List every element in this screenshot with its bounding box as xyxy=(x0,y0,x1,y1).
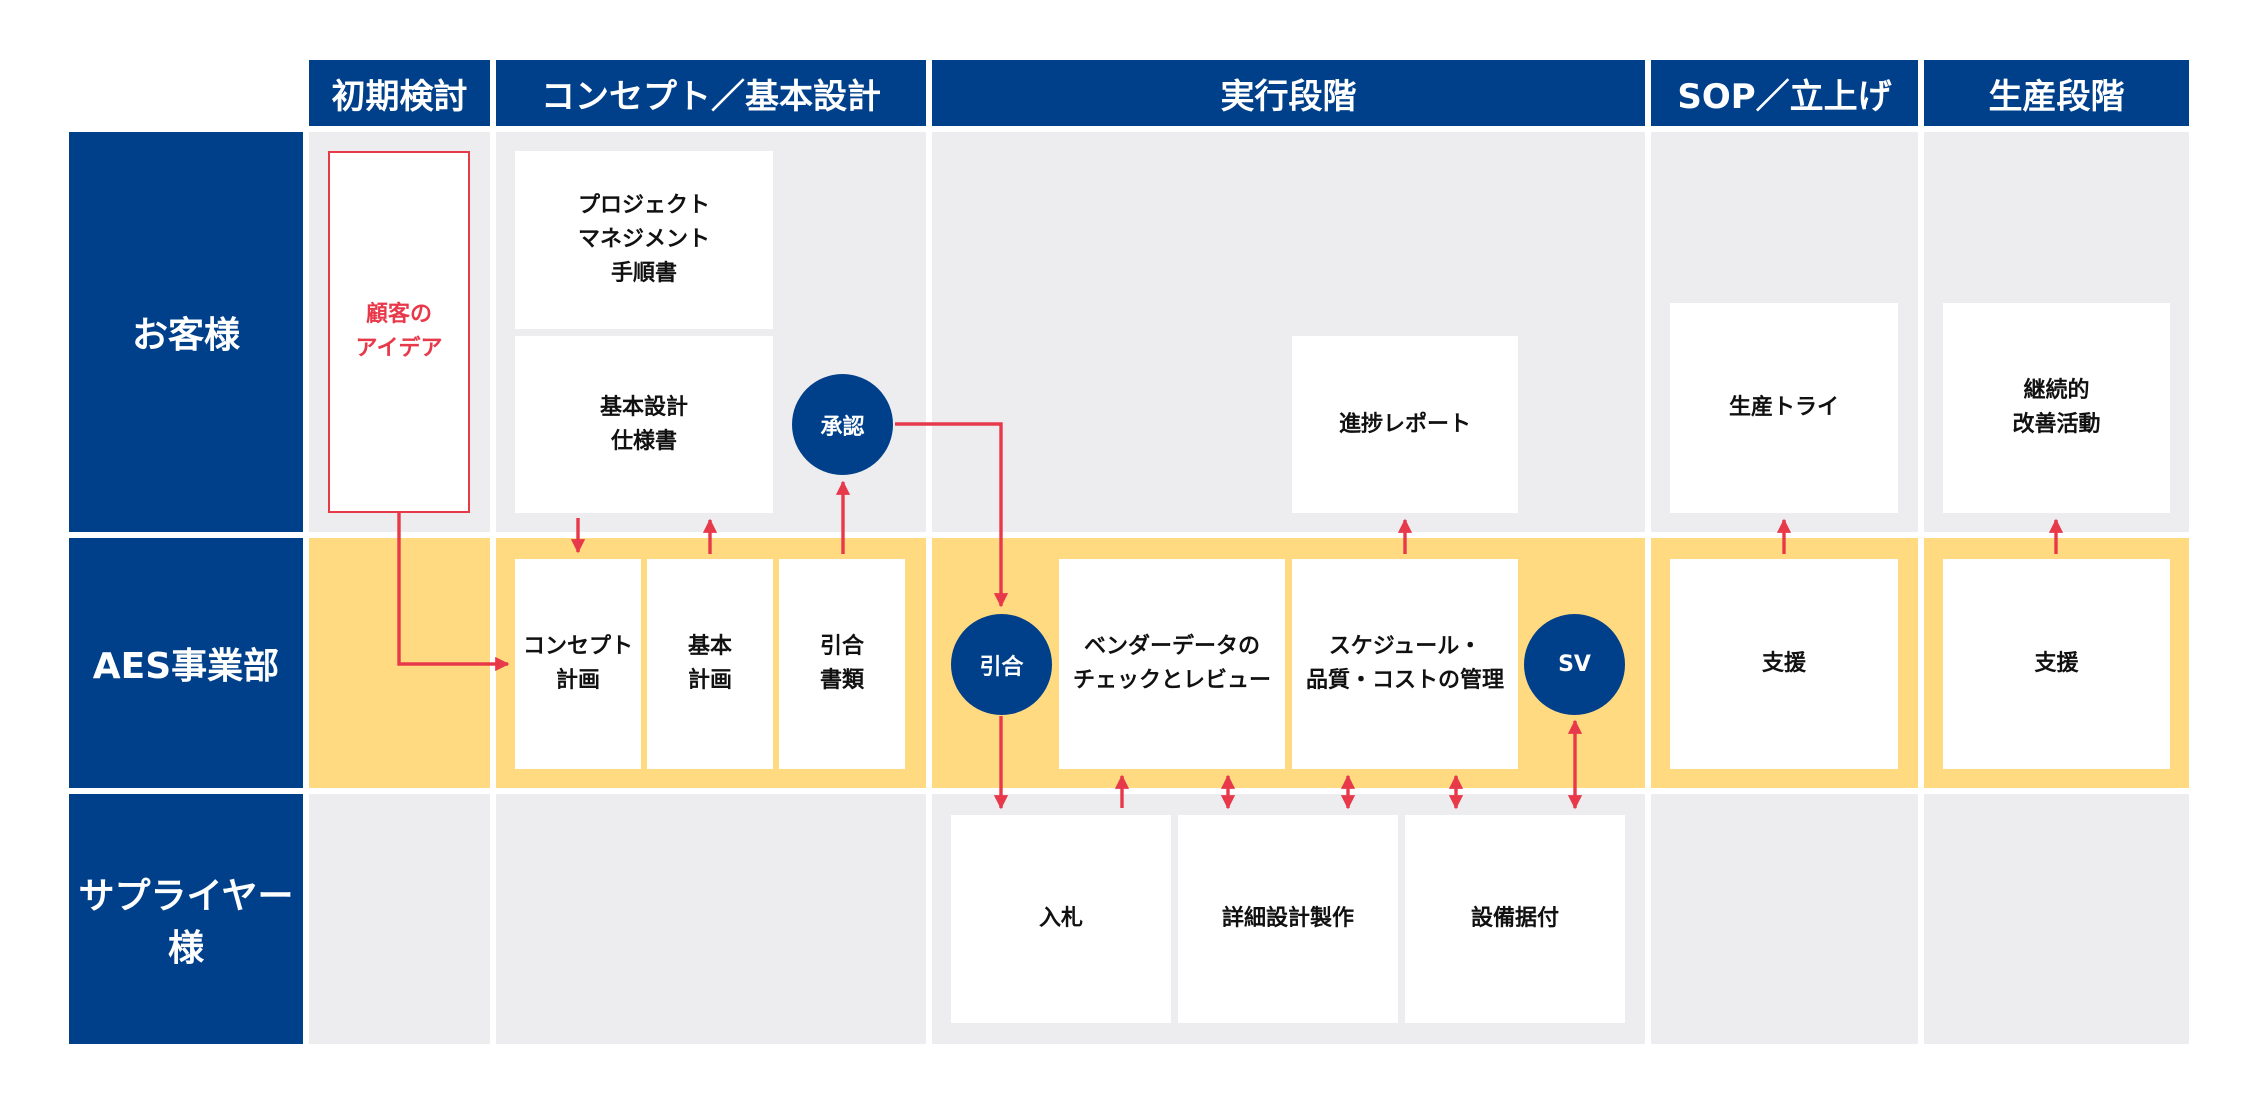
box-installation: 設備据付 xyxy=(1405,815,1625,1023)
row-header-supplier: サプライヤー様 xyxy=(69,794,303,1044)
box-production-trial: 生産トライ xyxy=(1670,303,1898,513)
phase-header-concept: コンセプト／基本設計 xyxy=(496,60,926,126)
circle-approval: 承認 xyxy=(792,374,893,475)
circle-sv: SV xyxy=(1524,614,1625,715)
phase-header-production: 生産段階 xyxy=(1924,60,2189,126)
row-header-aes: AES事業部 xyxy=(69,538,303,788)
phase-header-initial: 初期検討 xyxy=(309,60,490,126)
cell-supplier-concept xyxy=(496,794,926,1044)
phase-header-execution: 実行段階 xyxy=(932,60,1645,126)
phase-header-sop: SOP／立上げ xyxy=(1651,60,1918,126)
box-progress-report: 進捗レポート xyxy=(1292,336,1518,513)
box-pm-manual: プロジェクト マネジメント 手順書 xyxy=(515,151,773,329)
cell-customer-execution xyxy=(932,132,1645,532)
box-support-sop: 支援 xyxy=(1670,559,1898,769)
box-quote-docs: 引合 書類 xyxy=(779,559,905,769)
box-bidding: 入札 xyxy=(951,815,1171,1023)
box-basic-spec: 基本設計 仕様書 xyxy=(515,336,773,513)
box-continuous-improvement: 継続的 改善活動 xyxy=(1943,303,2170,513)
cell-aes-initial xyxy=(309,538,490,788)
box-support-production: 支援 xyxy=(1943,559,2170,769)
box-basic-plan: 基本 計画 xyxy=(647,559,773,769)
row-header-customer: お客様 xyxy=(69,132,303,532)
box-detail-design: 詳細設計製作 xyxy=(1178,815,1398,1023)
box-vendor-check: ベンダーデータの チェックとレビュー xyxy=(1059,559,1285,769)
circle-inquiry: 引合 xyxy=(951,614,1052,715)
box-schedule-mgmt: スケジュール・ 品質・コストの管理 xyxy=(1292,559,1518,769)
box-concept-plan: コンセプト 計画 xyxy=(515,559,641,769)
cell-supplier-initial xyxy=(309,794,490,1044)
box-customer-idea: 顧客の アイデア xyxy=(328,151,470,513)
cell-supplier-production xyxy=(1924,794,2189,1044)
cell-supplier-sop xyxy=(1651,794,1918,1044)
